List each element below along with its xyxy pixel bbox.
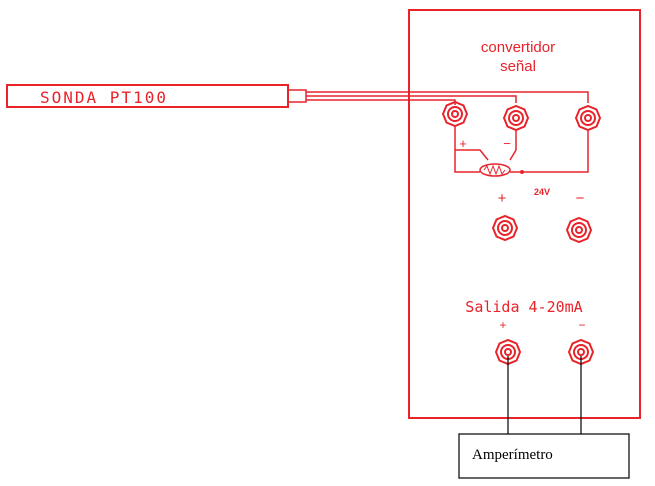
ammeter-box	[458, 433, 630, 479]
output-minus-sign: −	[578, 318, 585, 332]
supply-plus-sign: +	[498, 190, 507, 207]
bridge-minus-sign: −	[503, 136, 511, 151]
supply-voltage-label: 24V	[534, 187, 550, 197]
probe-wires	[306, 91, 589, 105]
output-plus-sign: +	[499, 318, 506, 332]
output-label: Salida 4-20mA	[465, 298, 582, 316]
output-leads	[507, 356, 582, 434]
internal-wiring	[454, 126, 589, 173]
terminal-3	[574, 104, 602, 132]
converter-box	[408, 9, 641, 419]
converter-title-line1: convertidor	[481, 39, 555, 56]
bridge-plus-sign: +	[459, 136, 467, 151]
terminal-2	[502, 104, 530, 132]
bridge-junction	[520, 170, 524, 174]
supply-plus-terminal	[491, 214, 519, 242]
probe-label: SONDA PT100	[40, 88, 168, 107]
supply-minus-terminal	[565, 216, 593, 244]
supply-minus-sign: −	[576, 190, 585, 207]
probe-tip	[287, 89, 307, 103]
terminal-1	[441, 100, 469, 128]
ammeter-label: Amperímetro	[472, 447, 553, 463]
bridge-resistor	[479, 163, 511, 177]
converter-title-line2: señal	[500, 58, 536, 75]
